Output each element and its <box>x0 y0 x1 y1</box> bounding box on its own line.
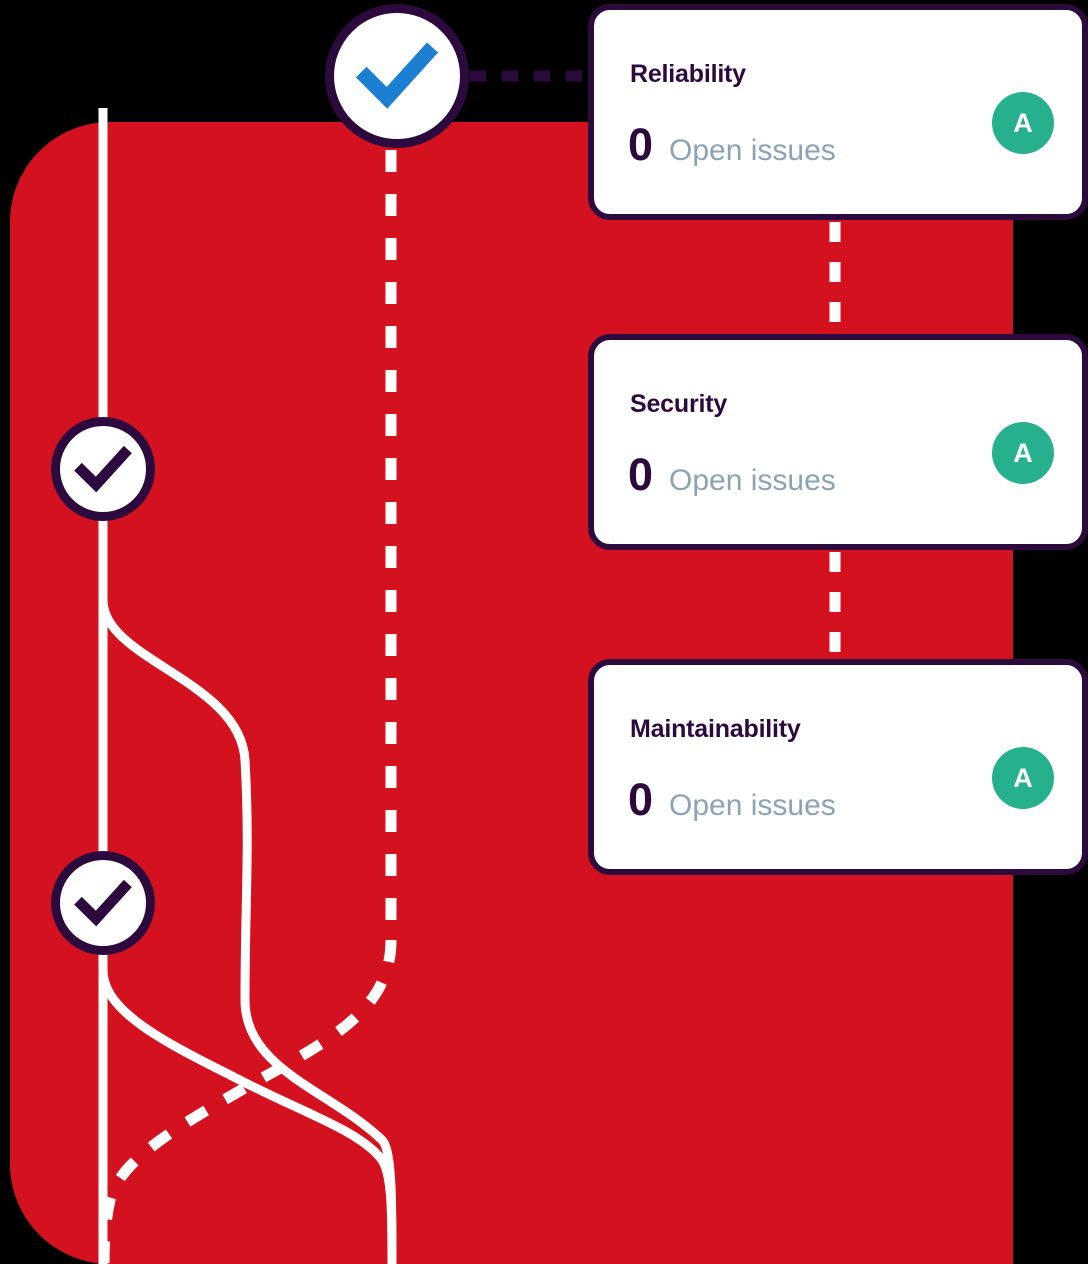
metric-label: Open issues <box>669 464 836 497</box>
gate-status-node-top[interactable] <box>325 4 469 148</box>
grade-badge[interactable]: A <box>992 422 1054 484</box>
check-icon <box>74 879 132 927</box>
card-title: Reliability <box>630 60 746 88</box>
check-icon <box>355 42 439 109</box>
metric-card-reliability[interactable]: Reliability 0 Open issues A <box>588 4 1088 220</box>
metric-value: 0 <box>628 119 654 170</box>
card-metric: 0 Open issues <box>628 452 836 497</box>
gate-status-node-bottom[interactable] <box>51 851 155 955</box>
check-icon <box>74 445 132 493</box>
card-title: Maintainability <box>630 715 801 743</box>
metric-value: 0 <box>628 774 654 825</box>
metric-label: Open issues <box>669 789 836 822</box>
card-metric: 0 Open issues <box>628 777 836 822</box>
metric-value: 0 <box>628 449 654 500</box>
card-metric: 0 Open issues <box>628 122 836 167</box>
metric-card-maintainability[interactable]: Maintainability 0 Open issues A <box>588 659 1088 875</box>
metric-label: Open issues <box>669 134 836 167</box>
grade-badge[interactable]: A <box>992 747 1054 809</box>
grade-badge[interactable]: A <box>992 92 1054 154</box>
card-title: Security <box>630 390 728 418</box>
gate-status-node-middle[interactable] <box>51 417 155 521</box>
metric-card-security[interactable]: Security 0 Open issues A <box>588 334 1088 550</box>
